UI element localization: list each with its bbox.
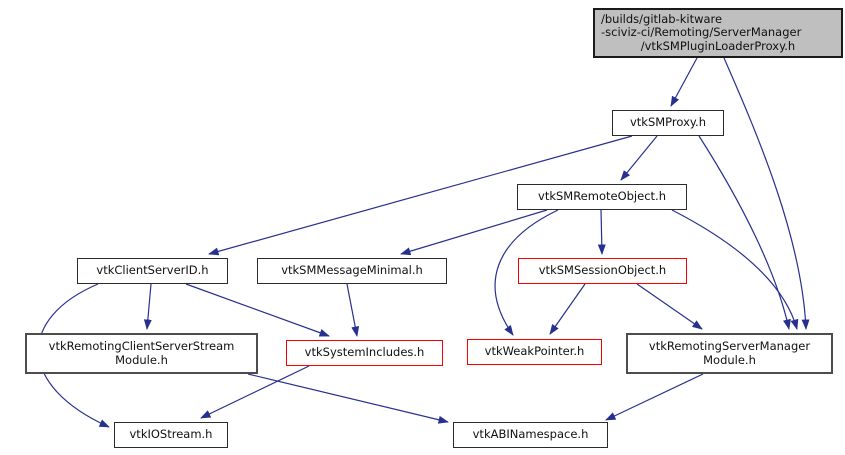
node-label-line: vtkRemotingServerManager [648, 339, 811, 354]
edge-remotingservermanagermodule-to-abinamespace [605, 373, 704, 421]
edge-smremoteobject-to-remotingservermanagermodule [671, 209, 799, 330]
node-label: vtkABINamespace.h [472, 427, 589, 442]
node-vtksystemincludes[interactable]: vtkSystemIncludes.h [286, 340, 443, 366]
node-vtkweakpointer[interactable]: vtkWeakPointer.h [467, 339, 602, 365]
node-label-line: /vtkSMPluginLoaderProxy.h [640, 38, 796, 53]
node-label-line: -sciviz-ci/Remoting/ServerManager [601, 25, 802, 40]
node-label: vtkIOStream.h [129, 427, 213, 442]
node-label: vtkSMMessageMinimal.h [281, 263, 423, 278]
node-label: vtkClientServerID.h [96, 263, 209, 278]
node-label: vtkSystemIncludes.h [304, 345, 425, 360]
edge-smsessionobject-to-weakpointer [549, 283, 586, 335]
edge-smproxy-to-remotingservermanagermodule [698, 135, 791, 330]
node-label: vtkWeakPointer.h [484, 344, 585, 359]
node-vtksmsessionobject[interactable]: vtkSMSessionObject.h [518, 258, 687, 284]
node-vtksmmessageminimal[interactable]: vtkSMMessageMinimal.h [257, 258, 447, 284]
node-label-line: vtkRemotingClientServerStream [48, 339, 235, 354]
edge-clientserverid-to-remotingclientserverstreammodule [143, 283, 152, 330]
edge-clientserverid-to-systemincludes [185, 283, 330, 337]
edge-pluginloaderproxy-to-smproxy [670, 57, 698, 107]
edge-smremoteobject-to-smsessionobject [597, 209, 606, 255]
edge-smproxy-to-smremoteobject [620, 135, 658, 181]
edge-pluginloaderproxy-to-remotingservermanagermodule [723, 57, 810, 330]
node-vtkremotingclientserverstreammodule[interactable]: vtkRemotingClientServerStream Module.h [25, 333, 258, 374]
node-label-line: /builds/gitlab-kitware [601, 12, 723, 27]
edge-smproxy-to-clientserverid [208, 135, 633, 256]
node-vtksmpluginloaderproxy[interactable]: /builds/gitlab-kitware -sciviz-ci/Remoti… [593, 8, 843, 58]
node-label: vtkSMProxy.h [629, 115, 706, 130]
edge-smremoteobject-to-smmessageminimal [400, 209, 548, 256]
node-label: vtkSMSessionObject.h [538, 263, 667, 278]
edge-remotingclientserverstreammodule-to-abinamespace [247, 373, 449, 424]
node-vtksmproxy[interactable]: vtkSMProxy.h [612, 110, 724, 136]
node-vtkremotingservermanagermodule[interactable]: vtkRemotingServerManager Module.h [626, 333, 833, 374]
edge-systemincludes-to-iostream [200, 365, 310, 419]
node-vtksmremoteobject[interactable]: vtkSMRemoteObject.h [517, 184, 687, 210]
node-label-line: Module.h [115, 352, 168, 367]
node-label-line: Module.h [703, 352, 756, 367]
edge-smmessageminimal-to-systemincludes [346, 283, 360, 337]
edge-smremoteobject-to-weakpointer [494, 209, 559, 336]
node-vtkabinamespace[interactable]: vtkABINamespace.h [453, 422, 608, 448]
node-vtkclientserverid[interactable]: vtkClientServerID.h [77, 258, 228, 284]
node-label: vtkSMRemoteObject.h [538, 189, 666, 204]
edge-smsessionobject-to-remotingservermanagermodule [636, 283, 703, 330]
node-vtkiostream[interactable]: vtkIOStream.h [114, 422, 228, 448]
